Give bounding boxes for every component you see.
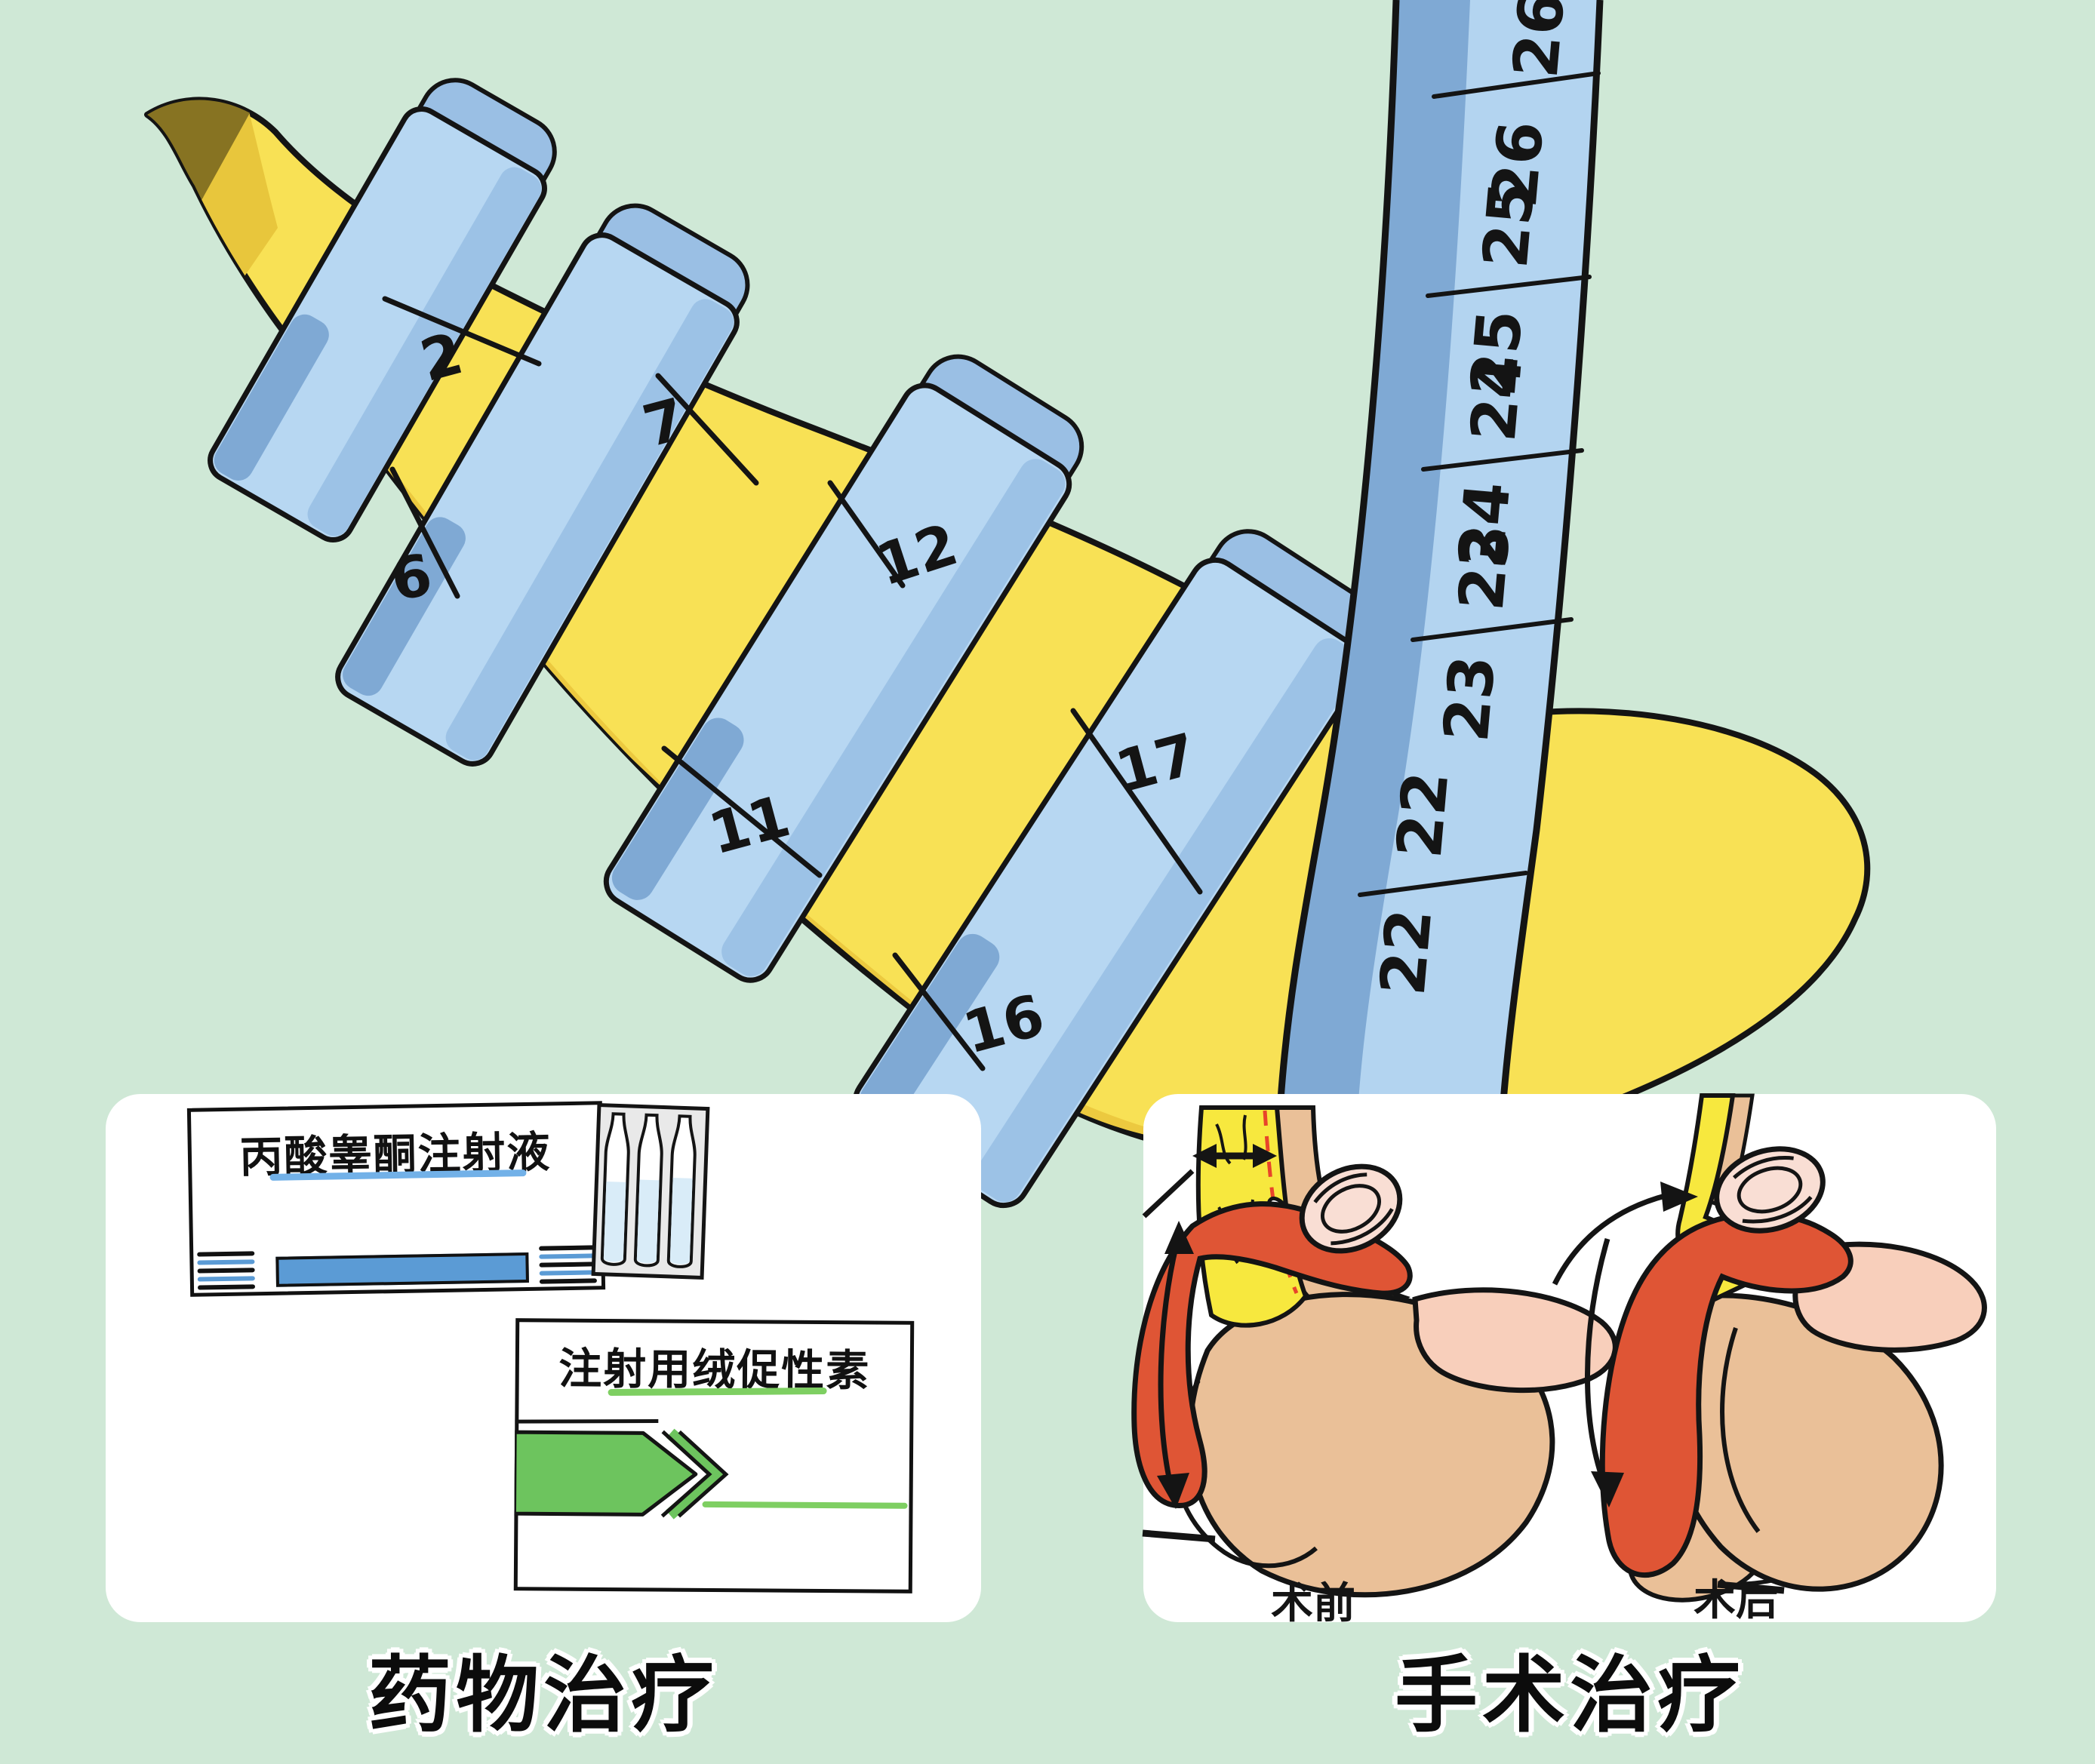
width-arrow-icon [1192,1144,1277,1168]
spiral-ticks [382,296,1203,1071]
pre-op-label: 术前 [1271,1579,1355,1627]
ampoule [600,1112,630,1266]
tape-band-3 [603,354,1084,983]
tape-band-2 [335,203,750,767]
post-op-diagram [1552,1093,1987,1603]
medication-box-gonadotropin: 注射用绒促性素 [513,1318,915,1593]
medication-caption: 药物治疗 [368,1649,718,1742]
scrotum-crease [1720,1327,1761,1533]
green-arrow-icon [514,1418,729,1520]
vertical-tape: 26 26 25 25 24 24 23 23 22 22 [1277,0,1604,1102]
penis-shaft [1599,1211,1854,1578]
ruler-number: 25 [1470,179,1549,271]
ruler-number: 23 [1446,521,1525,613]
ampoule [633,1113,663,1268]
ruler-number: 24 [1458,352,1537,444]
tape-strip-shade [1281,0,1470,1101]
ampoule [666,1114,697,1268]
ruler-ticks [1358,71,1601,897]
pre-op-diagram [1131,1105,1618,1598]
tape-band-4 [853,529,1380,1209]
tape-band-1 [208,78,557,542]
ruler-number: 24 [1446,479,1525,571]
tape-edge-left [1277,0,1400,1101]
glans-cross-section [1299,1163,1403,1254]
medication-panel: 丙酸睾酮注射液 注射用绒促性素 [106,1094,981,1622]
ruler-number: 26 [1500,0,1580,81]
ruler-numbers: 26 26 25 25 24 24 23 23 22 22 [1367,0,1580,998]
post-op-label: 术后 [1694,1576,1778,1624]
ruler-number: 22 [1367,906,1447,998]
rotation-arrow-icon [1552,1182,1785,1594]
spiral-tape [208,78,1380,1209]
surgery-caption: 手术治疗 [1395,1649,1745,1742]
ruler-number: 25 [1458,307,1537,399]
ampoule-tray [591,1102,710,1280]
length-arrow-icon [1142,1169,1216,1543]
tape-edge-right [1500,0,1604,1102]
glans [1412,1287,1618,1394]
ruler-number: 26 [1479,118,1558,211]
ruler-number: 23 [1431,653,1510,745]
glans-cross-section [1714,1146,1826,1234]
ruler-number: 22 [1384,769,1463,861]
